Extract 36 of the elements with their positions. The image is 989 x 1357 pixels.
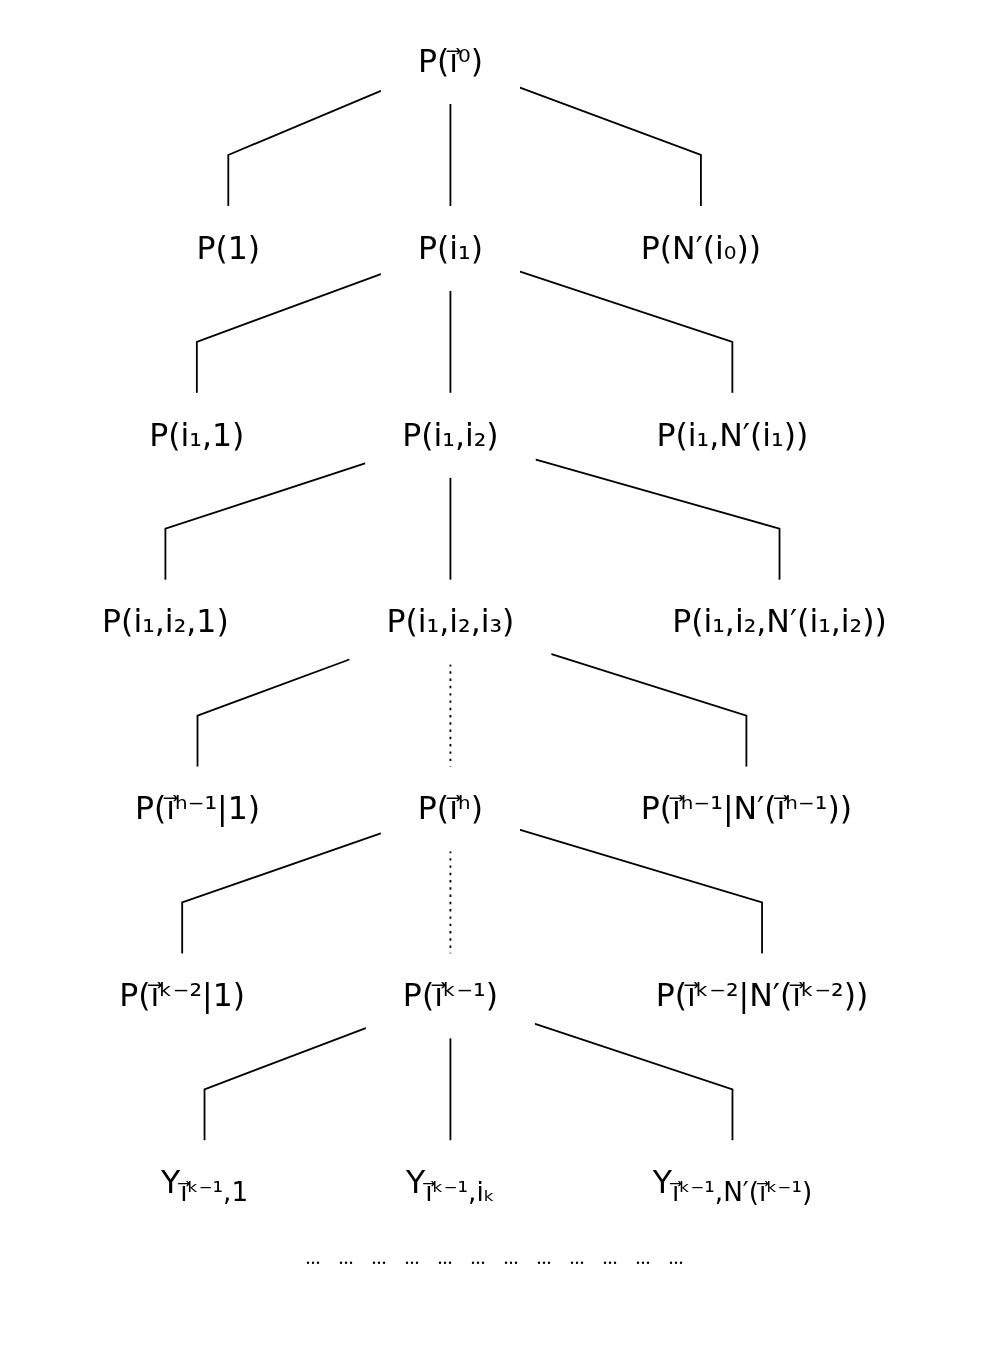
ellipsis: ...	[338, 1246, 354, 1269]
node-text: P(i₁,i₂,N′(i₁,i₂))	[672, 603, 887, 640]
ellipsis: ...	[437, 1246, 453, 1269]
connector	[449, 476, 452, 582]
node-text: P(i₁,N′(i₁))	[656, 416, 809, 453]
connector	[196, 658, 351, 769]
node-text: P(i⃗⁰)	[417, 42, 483, 80]
node-text: P(i⃗ʰ)	[417, 790, 483, 827]
node-text: Y$_{i⃗ᵏ⁻¹,N′(i⃗ᵏ⁻¹)}$	[652, 1163, 813, 1207]
connector	[449, 1036, 452, 1142]
node-text: P(i⃗ᵏ⁻¹)	[402, 977, 498, 1014]
ellipsis: ...	[602, 1246, 618, 1269]
node-text: P(i₁,1)	[149, 416, 245, 453]
node-text: P(i⃗ᵏ⁻²|N′(i⃗ᵏ⁻²))	[655, 977, 869, 1014]
node-text: P(i₁)	[417, 229, 483, 267]
node-text: P(i⃗ʰ⁻¹|1)	[134, 790, 261, 827]
connector	[449, 289, 452, 395]
ellipsis: ...	[536, 1246, 552, 1269]
ellipsis: ...	[470, 1246, 486, 1269]
node-text: Y$_{i⃗ᵏ⁻¹,iₖ}$	[405, 1163, 495, 1207]
node-text: P(N′(i₀))	[640, 229, 762, 267]
ellipsis: ...	[503, 1246, 519, 1269]
ellipsis: ...	[668, 1246, 684, 1269]
node-text: P(i₁,i₂,i₃)	[386, 603, 515, 640]
node-text: P(i⃗ʰ⁻¹|N′(i⃗ʰ⁻¹))	[640, 790, 853, 827]
ellipsis: ...	[404, 1246, 420, 1269]
ellipsis: ...	[635, 1246, 651, 1269]
node-text: P(1)	[196, 229, 261, 267]
node-text: P(i₁,i₂,1)	[102, 603, 229, 640]
ellipsis: ...	[371, 1246, 387, 1269]
node-text: P(i⃗ᵏ⁻²|1)	[119, 977, 246, 1014]
ellipsis: ...	[305, 1246, 321, 1269]
node-text: Y$_{i⃗ᵏ⁻¹,1}$	[160, 1163, 249, 1207]
connector	[449, 102, 452, 208]
node-text: P(i₁,i₂)	[402, 416, 499, 453]
ellipsis: ...	[569, 1246, 585, 1269]
